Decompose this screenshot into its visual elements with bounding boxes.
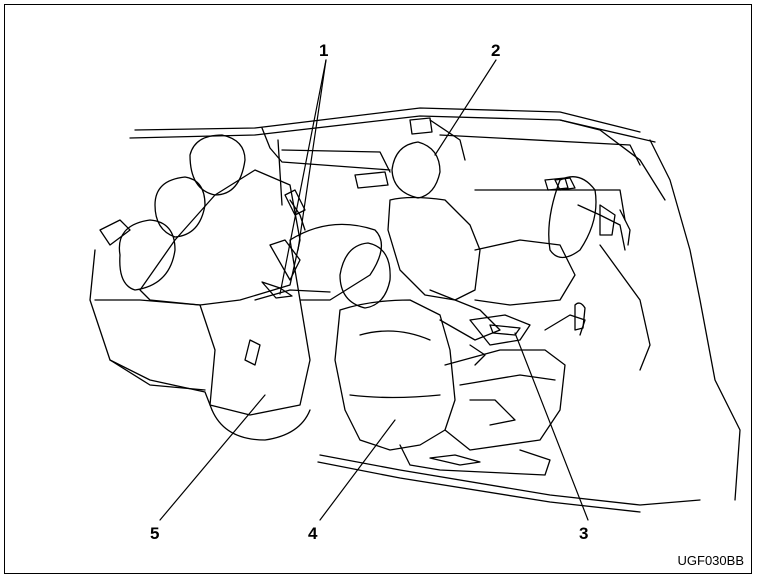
rear-center-seat (289, 223, 382, 301)
door-trim (284, 171, 569, 216)
front-driver-seat (387, 117, 576, 341)
callout-3-label: 3 (579, 524, 589, 543)
callout-5-label: 5 (150, 524, 160, 543)
steering-and-dash (544, 176, 631, 336)
car-body (89, 107, 741, 513)
center-console (469, 314, 531, 366)
callout-4-label: 4 (308, 524, 318, 543)
leader-lines (159, 59, 589, 521)
figure-frame (4, 4, 752, 574)
callout-1-label: 1 (319, 41, 329, 60)
figure-code: UGF030BB (677, 553, 744, 568)
front-passenger-seat (334, 242, 566, 476)
callout-2-label: 2 (491, 41, 501, 60)
rear-seat (94, 134, 331, 441)
